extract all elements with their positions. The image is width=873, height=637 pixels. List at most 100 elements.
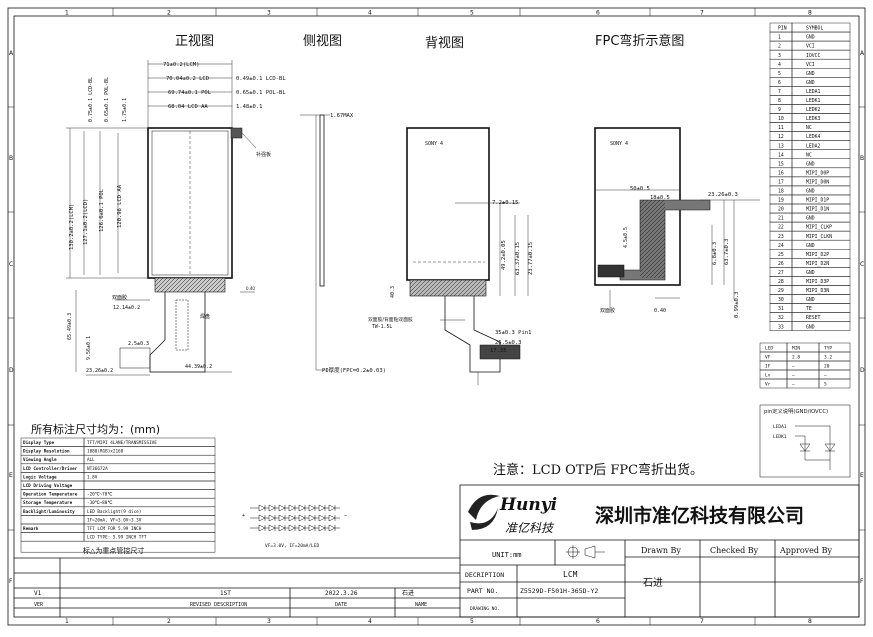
pin-symbol: MIPI_D1N: [806, 207, 829, 213]
pin-number: 22: [778, 225, 784, 231]
fpc-tail: [149, 292, 206, 373]
led-cell: LED: [765, 346, 773, 352]
description-label: DECRIPTION: [465, 571, 504, 579]
back-outline: [406, 127, 490, 281]
rev-desc: 1ST: [220, 590, 231, 597]
zone-col-bottom-3: 3: [267, 618, 271, 625]
outer-border: [7, 7, 866, 626]
dim-pol-height: 126.6±0.1 POL: [99, 188, 105, 232]
led-cell: TYP: [824, 346, 832, 352]
zone-row-right-B: B: [860, 155, 864, 162]
back-view: SONY 4 7.2±0.15 49.2±0.05 63.37±0.15 23.…: [368, 127, 534, 385]
pin-number: 31: [778, 306, 784, 312]
dim-back-8: 17.35: [490, 348, 507, 354]
fpc-tape-label: 双面胶: [112, 294, 127, 301]
led-cell: —: [824, 374, 827, 379]
spec-value: LCD TYPE: 5.99 INCH TFT: [87, 535, 147, 541]
dim-lcd-width: 70.04±0.2 LCD: [166, 76, 209, 82]
pin-symbol: GND: [806, 161, 815, 167]
checked-by-label: Checked By: [710, 546, 759, 555]
dim-fpc-length: 65.49±0.3: [67, 313, 73, 340]
pin-number: 12: [778, 134, 784, 140]
zone-row-left-A: A: [9, 50, 14, 57]
dim-fpc-view-3: 23.26±0.3: [708, 192, 738, 198]
zone-col-top-8: 8: [808, 10, 812, 17]
drawing-no-label: DRAWING NO.: [470, 606, 500, 612]
pin-number: 19: [778, 198, 784, 204]
led-cell: MIN: [792, 346, 800, 352]
pin-number: 8: [778, 98, 781, 104]
notice-text: 注意：LCD OTP后 FPC弯折出货。: [493, 462, 703, 478]
pin-number: 9: [778, 107, 781, 113]
approved-by-label: Approved By: [779, 546, 832, 555]
pin-symbol: MIPI_D2P: [806, 252, 829, 258]
zone-row-left-B: B: [9, 155, 13, 162]
pin-number: 28: [778, 279, 784, 285]
zone-col-top-5: 5: [470, 10, 474, 17]
spec-label: Viewing Angle: [23, 457, 57, 463]
dim-pol-width: 69.74±0.1 POL: [168, 90, 212, 96]
dim-lcm-height: 130.2±0.2(LCM): [69, 204, 75, 250]
pin-number: 20: [778, 207, 784, 213]
zone-col-top-6: 6: [596, 10, 600, 17]
led-cell: 5: [824, 382, 827, 388]
fpc-view-note: 双面胶: [600, 307, 615, 314]
pin-number: 1: [778, 35, 781, 41]
drawn-by-name: 石进: [643, 577, 663, 589]
spec-value: 1.8V: [87, 474, 98, 480]
pin-symbol: GND: [806, 35, 815, 41]
view-title-back: 背视图: [425, 36, 464, 51]
spec-footer: 标△为重点管控尺寸: [83, 546, 144, 555]
zone-row-left-D: D: [9, 367, 14, 374]
pin-symbol: GND: [806, 324, 815, 330]
back-fpc-bond: [409, 279, 487, 297]
dim-back-1: 7.2±0.15: [492, 200, 519, 206]
pin-symbol: NC: [806, 152, 812, 158]
dim-fpc-view-7: 0.99±0.3: [734, 292, 740, 319]
view-title-side: 侧视图: [303, 34, 342, 49]
title-block: Hunyi 准亿科技 深圳市准亿科技有限公司 UNIT:mm Drawn By …: [459, 484, 860, 618]
dim-pi: PI厚度(FPC=0.2±0.03): [322, 366, 386, 374]
pin-symbol: GND: [806, 297, 815, 303]
fpc-stiffener: [597, 264, 625, 278]
pin-symbol: MIPI_D0N: [806, 179, 829, 185]
pin-number: 17: [778, 179, 784, 185]
dim-back-5: 40.3: [390, 286, 396, 298]
pin-symbol: RESET: [806, 315, 821, 321]
side-view: 1.67MAX PI厚度(FPC=0.2±0.03): [300, 113, 386, 374]
pin-number: 14: [778, 152, 784, 158]
pin-symbol: LEDK3: [806, 116, 821, 122]
zone-row-right-C: C: [860, 261, 864, 268]
pin-symbol: NC: [806, 125, 812, 131]
front-view: 补强板 71±0.2(LCM) 70.04±0.2 LCD 69.74±0.1 …: [66, 60, 286, 376]
pin-number: 11: [778, 125, 784, 131]
pin-symbol: IOVCC: [806, 53, 821, 59]
pin-number: 21: [778, 216, 784, 222]
led-string-diagram: +−: [242, 504, 347, 532]
pin-symbol: LEDK1: [806, 98, 821, 104]
description-value: LCM: [563, 570, 578, 579]
company-name: 深圳市准亿科技有限公司: [595, 504, 804, 527]
pin-number: 18: [778, 189, 784, 195]
zone-row-left-F: F: [9, 578, 13, 585]
dim-fpc-d: 44.39±0.2: [185, 364, 212, 370]
fpc-mark: 0.40: [246, 286, 255, 291]
pin-number: 10: [778, 116, 784, 122]
spec-value: IF=20mA, VF=3.0V~3.3V: [87, 517, 142, 523]
pin-number: 16: [778, 170, 784, 176]
spec-value: TFT/MIPI 4LANE/TRANSMISSIVE: [87, 440, 157, 446]
zone-col-bottom-8: 8: [808, 618, 812, 625]
led-cell: 20: [824, 364, 830, 370]
pin-number: 29: [778, 288, 784, 294]
led-cell: IF: [765, 364, 771, 370]
part-no-value: Z5529D-F501H-365D-Y2: [520, 587, 598, 595]
dim-fpc-view-4: 4.5±0.5: [623, 227, 629, 248]
dim-fpc-c: 23.26±0.2: [86, 368, 113, 374]
zone-row-right-F: F: [860, 578, 864, 585]
circuit-anode: LEDA1: [773, 424, 787, 430]
dim-aa-right: 1.48±0.1: [236, 104, 263, 110]
